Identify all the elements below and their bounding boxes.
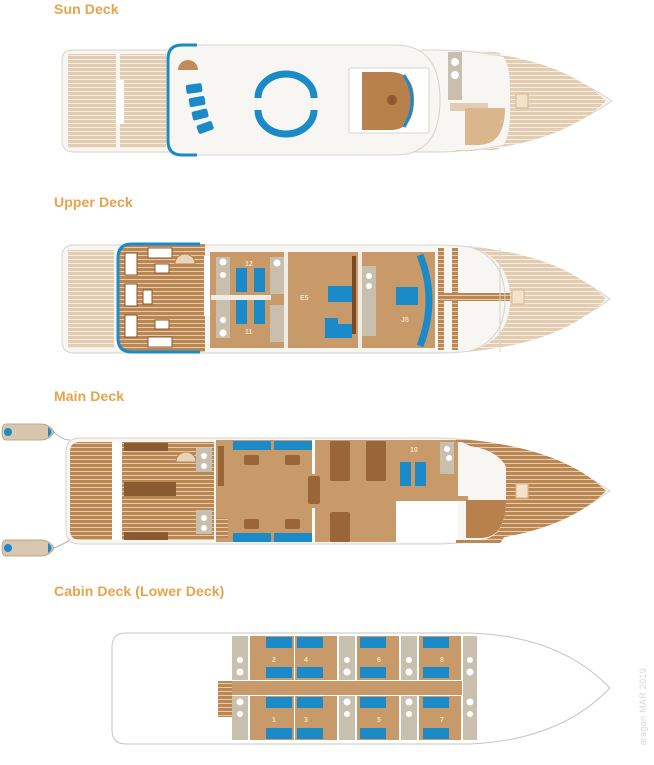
upper-deck-aft-teak	[68, 250, 114, 348]
cabin-j5: J5	[396, 287, 418, 324]
main-deck-plan: 10	[1, 423, 611, 557]
main-deck-bow-ladder	[515, 483, 529, 499]
cabin-number-4: 4	[304, 657, 308, 664]
cabin-number-j5: J5	[401, 317, 409, 324]
main-deck-bow-cabin	[466, 500, 506, 538]
bathroom-e5	[270, 257, 284, 294]
toilet-icons	[236, 657, 474, 717]
main-deck-aft-teak	[70, 442, 112, 540]
sun-deck-plan	[61, 43, 613, 157]
upper-deck-sofas	[124, 247, 173, 348]
cabin-11-beds	[236, 300, 265, 324]
cabin-number-7: 7	[440, 717, 444, 724]
spiral-stair-icon	[174, 253, 196, 265]
sun-deck-aft-teak	[68, 54, 116, 148]
cabin-deck-stairs	[218, 681, 232, 717]
spiral-stair-icon	[178, 60, 198, 70]
cabin-deck-title: Cabin Deck (Lower Deck)	[54, 583, 225, 599]
sun-deck-title: Sun Deck	[54, 1, 119, 17]
cabin-number-1: 1	[272, 717, 276, 724]
sun-deck-foredeck	[456, 50, 606, 152]
jacuzzi-icon	[254, 70, 318, 138]
saloon-tables	[218, 441, 386, 542]
cabin-e5: E5	[300, 256, 356, 338]
spiral-stair-icon	[175, 451, 197, 463]
cabin-number-3: 3	[304, 717, 308, 724]
upper-deck-title: Upper Deck	[54, 194, 133, 210]
cabin-number-e5: E5	[300, 295, 309, 302]
bathroom-j5	[362, 266, 376, 336]
upper-deck-lounge	[118, 244, 205, 352]
cabin-deck-plan: 2 4 6 8 1 3 5 7	[111, 632, 611, 745]
sun-deck-bow-cabin	[465, 108, 505, 145]
copyright-watermark: aragon MAR 2019	[638, 668, 648, 746]
cabin-number-8: 8	[440, 657, 444, 664]
upper-deck-bow-ladder	[511, 289, 525, 305]
cabin-deck-bottom-row: 1 3 5 7	[232, 696, 477, 740]
main-deck-title: Main Deck	[54, 388, 125, 404]
upper-deck-blue-rail	[116, 242, 200, 354]
main-deck-bath-stbd	[196, 510, 212, 534]
cabin-number-12: 12	[245, 261, 253, 268]
upper-deck-bow-windows	[416, 253, 433, 348]
cabin-number-2: 2	[272, 657, 276, 664]
cabin-number-10: 10	[410, 447, 418, 454]
main-deck-bath-port	[196, 448, 212, 472]
sun-deck-bow-ladder	[515, 93, 529, 109]
saloon-sofas	[233, 441, 312, 542]
tender-boat-top	[1, 423, 71, 441]
sun-deck-blue-rail	[166, 43, 197, 157]
tender-boat-bottom	[1, 539, 71, 557]
cabin-12-beds	[236, 268, 265, 292]
cabin-number-6: 6	[377, 657, 381, 664]
sun-lounger-group	[185, 83, 214, 134]
upper-deck-foredeck	[470, 247, 606, 351]
cabin-number-5: 5	[377, 717, 381, 724]
upper-deck-plan: 12 11 E5 J5	[61, 242, 611, 354]
cabin-number-11: 11	[245, 329, 253, 336]
cabin-deck-corridor	[218, 681, 462, 695]
sun-deck-stairs-left	[120, 54, 166, 148]
